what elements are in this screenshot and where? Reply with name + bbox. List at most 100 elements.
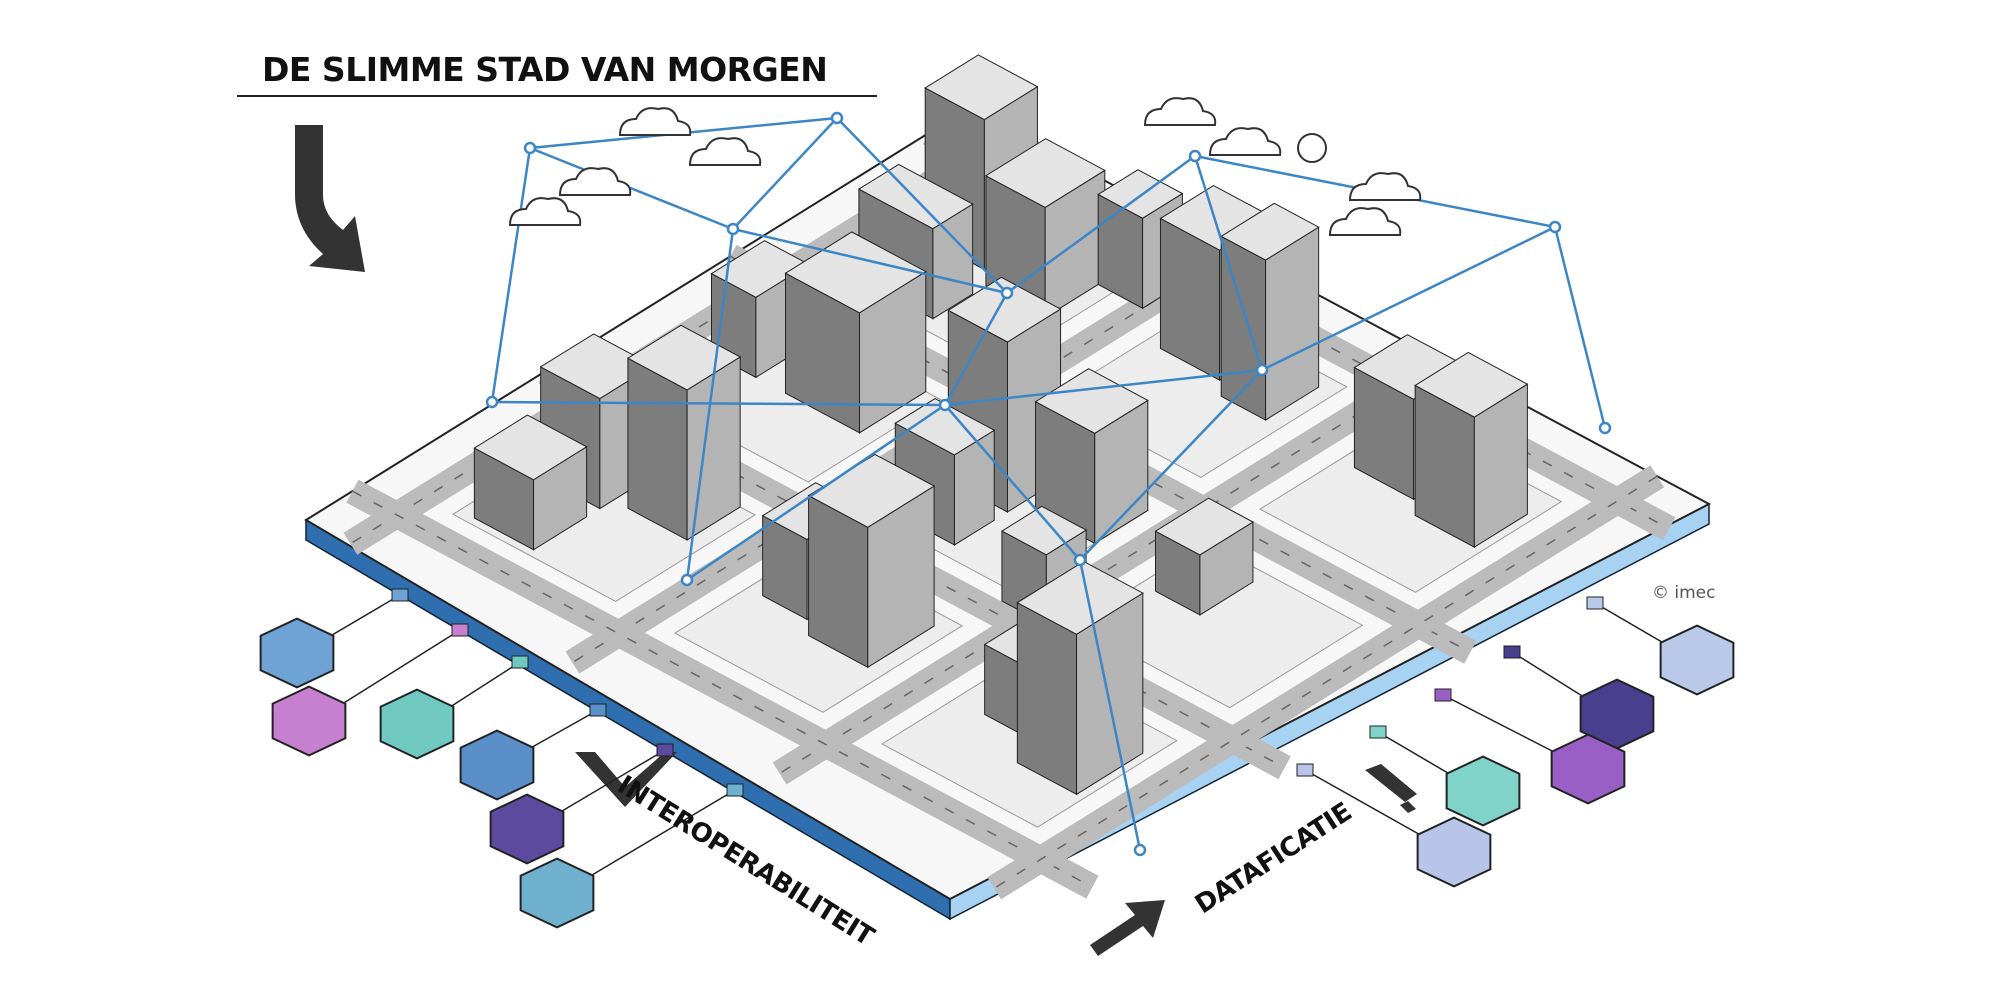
road-marking bbox=[352, 490, 1093, 888]
building-roof bbox=[626, 324, 742, 391]
building-roof bbox=[947, 276, 1062, 343]
connector-line bbox=[1594, 602, 1668, 646]
checkmark-icon bbox=[575, 752, 677, 807]
network-node bbox=[1255, 363, 1269, 377]
building-roof bbox=[1220, 202, 1320, 261]
down-arrow-icon bbox=[295, 125, 365, 272]
network-link bbox=[491, 400, 946, 407]
network-link bbox=[1079, 369, 1263, 561]
road-marking bbox=[928, 132, 1670, 530]
sensor-device-icon bbox=[519, 857, 595, 929]
network-link bbox=[490, 147, 532, 403]
connector-line bbox=[326, 594, 401, 639]
up-arrow-icon bbox=[1090, 900, 1165, 956]
cloud-icon bbox=[688, 137, 762, 166]
road-marking bbox=[993, 475, 1658, 889]
truck-icon bbox=[1550, 733, 1626, 805]
building-roof bbox=[1016, 560, 1144, 635]
network-node bbox=[726, 222, 740, 236]
building bbox=[473, 414, 588, 551]
sensor-box bbox=[391, 588, 409, 602]
road-marking bbox=[729, 255, 1471, 653]
network-link bbox=[944, 404, 1081, 561]
delivery-van-icon bbox=[1659, 624, 1735, 696]
cloud-icon bbox=[508, 197, 582, 226]
sensor-box bbox=[1503, 645, 1521, 659]
connector-line bbox=[1304, 769, 1425, 838]
network-link bbox=[944, 368, 1263, 407]
connector-line bbox=[586, 789, 736, 879]
network-link bbox=[1193, 155, 1264, 371]
building-roof bbox=[1154, 497, 1254, 556]
network-link bbox=[732, 227, 1008, 295]
streetlight-icon bbox=[271, 685, 347, 757]
network-node bbox=[1598, 421, 1612, 435]
network-node bbox=[830, 111, 844, 125]
cloud-icon bbox=[1143, 97, 1217, 126]
network-node bbox=[680, 573, 694, 587]
network-node bbox=[523, 141, 537, 155]
network-node bbox=[485, 395, 499, 409]
sensor-box bbox=[451, 623, 469, 637]
sensor-box bbox=[726, 783, 744, 797]
title-divider bbox=[237, 95, 877, 97]
connector-line bbox=[556, 749, 666, 815]
sensor-box bbox=[1434, 688, 1452, 702]
building bbox=[807, 453, 936, 669]
exclamation-icon bbox=[1365, 764, 1417, 813]
building-roof bbox=[784, 231, 927, 314]
network-link bbox=[836, 117, 1008, 294]
sensor-box bbox=[1586, 596, 1604, 610]
sensor-box bbox=[1369, 725, 1387, 739]
road-marking bbox=[779, 360, 1443, 775]
connector-line bbox=[338, 629, 461, 707]
building-roof bbox=[1097, 169, 1184, 219]
building-right-face bbox=[1265, 226, 1320, 421]
network-node bbox=[938, 398, 952, 412]
building bbox=[626, 324, 742, 541]
sensor-box bbox=[1296, 763, 1314, 777]
sensor-box bbox=[511, 655, 529, 669]
building-left-face bbox=[1016, 601, 1078, 796]
network-node bbox=[1073, 553, 1087, 567]
building-roof bbox=[984, 138, 1106, 209]
cyclist-icon bbox=[1445, 755, 1521, 827]
cloud-icon bbox=[618, 107, 692, 136]
network-link bbox=[1006, 154, 1196, 295]
network-link bbox=[732, 117, 838, 230]
network-link bbox=[1553, 226, 1607, 429]
connector-line bbox=[1377, 731, 1454, 777]
imec-credit: © imec bbox=[1652, 583, 1716, 603]
connector-line bbox=[1511, 651, 1588, 700]
building bbox=[1154, 497, 1254, 616]
weather-cloud-icon bbox=[259, 617, 335, 689]
building-roof bbox=[924, 54, 1039, 121]
building-roof bbox=[1034, 368, 1149, 434]
sensor-box bbox=[589, 703, 607, 717]
network-link bbox=[943, 292, 1009, 406]
building bbox=[1016, 560, 1144, 796]
connector-line bbox=[1442, 694, 1559, 755]
building bbox=[1220, 202, 1320, 421]
connector-line bbox=[446, 661, 521, 710]
building bbox=[784, 231, 927, 434]
network-link bbox=[529, 146, 734, 231]
page-title: DE SLIMME STAD VAN MORGEN bbox=[262, 50, 828, 89]
network-link bbox=[686, 403, 946, 582]
cars-traffic-icon bbox=[489, 793, 565, 865]
sensor-box bbox=[656, 743, 674, 757]
building bbox=[1414, 351, 1529, 549]
network-node bbox=[1548, 220, 1562, 234]
building-roof bbox=[894, 397, 996, 456]
connector-line bbox=[526, 709, 599, 751]
building bbox=[1097, 169, 1184, 310]
network-lines bbox=[485, 111, 1612, 857]
cloud-icon bbox=[1208, 127, 1282, 156]
network-node bbox=[1188, 149, 1202, 163]
cloud-icon bbox=[558, 167, 632, 196]
sun-icon bbox=[1297, 133, 1327, 163]
cloud-icon bbox=[1348, 172, 1422, 201]
network-node bbox=[1133, 843, 1147, 857]
building-roof bbox=[473, 414, 588, 481]
